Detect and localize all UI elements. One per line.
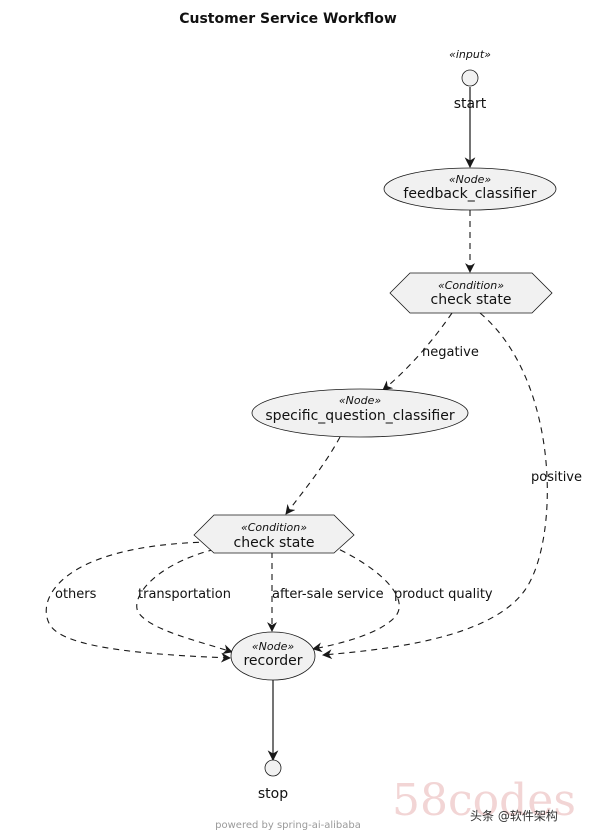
check-state-1-stereotype: «Condition» bbox=[438, 279, 504, 292]
check-state-2-label: check state bbox=[234, 535, 315, 551]
check-state-1-label: check state bbox=[431, 292, 512, 308]
feedback-classifier-label: feedback_classifier bbox=[403, 186, 536, 202]
stop-label: stop bbox=[258, 786, 288, 802]
diagram-title: Customer Service Workflow bbox=[179, 11, 397, 27]
watermark-small: 头条 @软件架构 bbox=[470, 808, 558, 823]
edge-check2-product-quality bbox=[312, 544, 400, 653]
node-start: «input» start bbox=[449, 48, 491, 112]
node-check-state-2: «Condition» check state bbox=[193, 514, 355, 554]
specific-question-classifier-label: specific_question_classifier bbox=[265, 408, 454, 424]
edge-label-positive: positive bbox=[531, 470, 582, 485]
edge-check1-positive bbox=[322, 312, 548, 660]
edge-label-negative: negative bbox=[422, 345, 479, 360]
recorder-stereotype: «Node» bbox=[252, 640, 294, 653]
check-state-2-hexagon bbox=[193, 514, 355, 554]
check-state-2-stereotype: «Condition» bbox=[241, 521, 307, 534]
edge-label-after-sale: after-sale service bbox=[272, 587, 384, 602]
node-specific-question-classifier: «Node» specific_question_classifier bbox=[251, 388, 469, 438]
footer-powered-by: powered by spring-ai-alibaba bbox=[215, 820, 361, 831]
recorder-label: recorder bbox=[243, 653, 302, 669]
specific-question-classifier-stereotype: «Node» bbox=[339, 394, 381, 407]
edge-specific-to-check2 bbox=[285, 436, 341, 515]
node-feedback-classifier: «Node» feedback_classifier bbox=[383, 167, 557, 211]
specific-question-classifier-ellipse bbox=[251, 388, 469, 438]
node-recorder: «Node» recorder bbox=[230, 631, 316, 681]
node-stop: stop bbox=[258, 759, 288, 802]
edge-label-transportation: transportation bbox=[138, 587, 231, 602]
feedback-classifier-ellipse bbox=[383, 167, 557, 211]
start-circle bbox=[461, 69, 479, 87]
stop-circle bbox=[264, 759, 282, 777]
watermark-big: 58codes bbox=[392, 775, 576, 826]
edge-label-others: others bbox=[55, 587, 97, 602]
edge-check1-negative bbox=[382, 312, 453, 391]
check-state-1-hexagon bbox=[389, 272, 553, 314]
node-check-state-1: «Condition» check state bbox=[389, 272, 553, 314]
edge-check2-others bbox=[45, 541, 231, 663]
start-stereotype: «input» bbox=[449, 48, 491, 61]
recorder-ellipse bbox=[230, 631, 316, 681]
start-label: start bbox=[454, 96, 487, 112]
feedback-classifier-stereotype: «Node» bbox=[449, 173, 491, 186]
edge-label-product-quality: product quality bbox=[394, 587, 493, 602]
